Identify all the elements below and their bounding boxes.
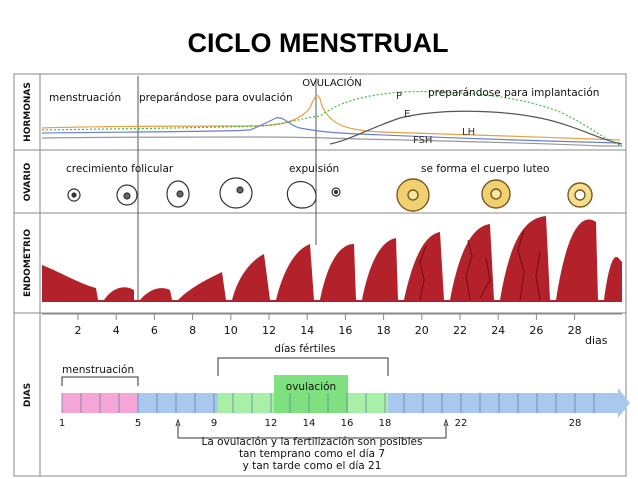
endometrium-layer [42,216,622,302]
lh-curve [41,95,621,141]
day-tick-label: 14 [303,418,316,429]
expulsion-label: expulsión [289,163,339,175]
note-line-2: tan temprano como el día 7 [239,448,385,460]
e-curve [329,110,623,145]
preparing-implantation-label: preparándose para implantación [428,87,599,99]
axis-tick-label: 12 [262,324,276,337]
day-tick-label: 12 [265,418,278,429]
axis-tick-label: 16 [338,324,352,337]
axis-tick-label: 4 [113,324,120,337]
row-label-ovario: OVARIO [23,162,33,201]
day-tick-label: 22 [455,418,468,429]
corpus-luteum-drawings [396,178,593,212]
axis-unit-label: dias [585,334,608,347]
fsh-curve [41,117,621,144]
hormone-menstruation-label: menstruación [49,92,121,104]
cycle-arrowhead [618,388,630,418]
e-label: E [404,109,410,120]
axis-tick-label: 26 [529,324,543,337]
row-label-dias: DIAS [23,383,33,407]
ovulation-block-label: ovulación [286,381,336,393]
follicular-growth-label: crecimiento folicular [66,163,174,175]
note-line-1: La ovulación y la fertilización son posi… [202,436,423,448]
fsh-label: FSH [413,135,432,146]
day-tick-label: 18 [379,418,392,429]
preparing-ovulation-label: preparándose para ovulación [139,92,293,104]
possible-range-arrows [175,418,449,438]
page-title: CICLO MENSTRUAL [188,28,449,58]
p-curve [41,91,623,147]
fertile-bracket [217,357,389,376]
axis-tick-label: 10 [224,324,238,337]
note-line-3: y tan tarde como el día 21 [243,460,382,472]
day-ticks: 1 5 9 12 14 16 18 22 28 [59,418,582,429]
lh-label: LH [462,127,475,138]
corpus-luteum-label: se forma el cuerpo luteo [421,163,549,175]
axis-tick-label: 24 [491,324,505,337]
row-label-hormonas: HORMONAS [23,82,33,142]
ovulation-label: OVULACIÓN [302,76,362,89]
day-tick-label: 1 [59,418,65,429]
diagram-frame [13,73,627,477]
axis-tick-label: 8 [189,324,196,337]
ovulation-block [274,375,348,413]
days-menstruation-label: menstruación [62,364,134,376]
menstruation-bracket [61,376,139,386]
endometrium-vessels [419,229,541,301]
day-tick-label: 5 [135,418,141,429]
day-tick-label: 28 [569,418,582,429]
day-tick-label: 9 [211,418,217,429]
p-label: P [396,91,402,102]
fertile-days-label: días fértiles [274,343,335,355]
day-tick-label: 16 [341,418,354,429]
row-label-endometrio: ENDOMETRIO [23,229,33,297]
axis-tick-label: 22 [453,324,467,337]
axis-tick-label: 2 [75,324,82,337]
axis-tick-label: 14 [300,324,314,337]
axis-tick-label: 28 [568,324,582,337]
hormone-curves [41,91,623,147]
ovary-follicles [67,177,341,209]
day-grid [61,393,595,413]
axis-tick-label: 20 [415,324,429,337]
axis-tick-label: 6 [151,324,158,337]
axis-tick-label: 18 [377,324,391,337]
